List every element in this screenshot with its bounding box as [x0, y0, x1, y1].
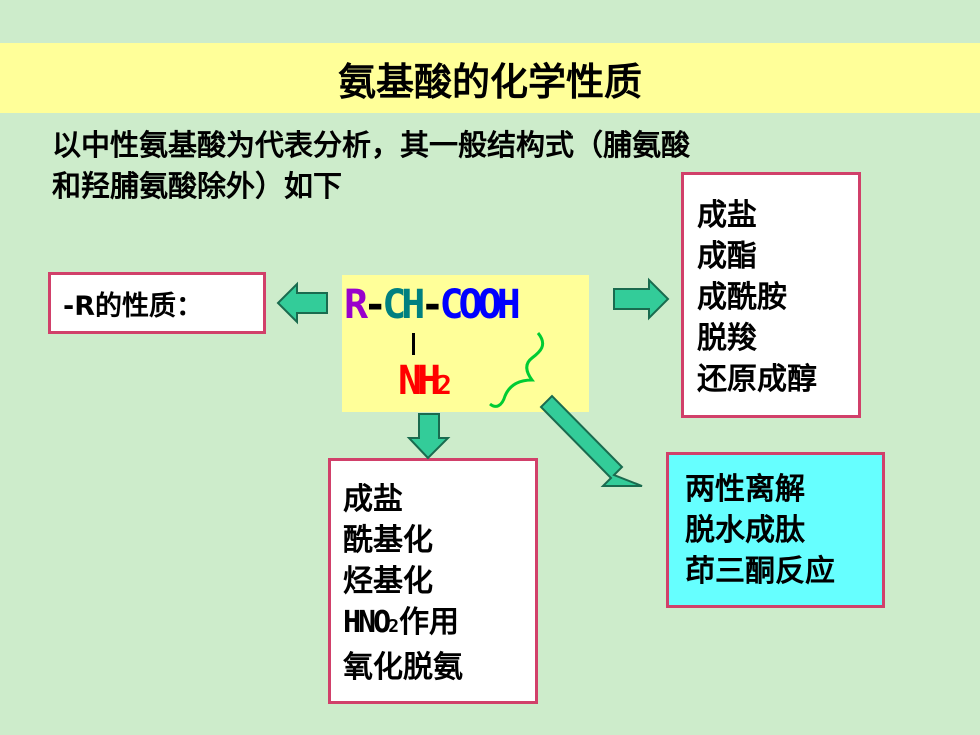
structural-formula: R-CH-COOH NH2	[342, 275, 589, 412]
intro-line-2: 和羟脯氨酸除外）如下	[52, 169, 343, 203]
formula-vertical-bond	[412, 333, 415, 355]
carboxyl-prop-1: 成盐	[697, 198, 757, 233]
arrow-left-icon	[276, 281, 328, 325]
amino-prop-5: 氧化脱氨	[343, 650, 463, 685]
carboxyl-prop-2: 成酯	[697, 239, 757, 274]
both-prop-1: 两性离解	[685, 472, 805, 507]
amino-hno-tail: 作用	[399, 605, 460, 640]
page-title: 氨基酸的化学性质	[337, 59, 642, 104]
carboxyl-prop-3: 成酰胺	[697, 280, 787, 315]
amino-prop-3: 烃基化	[343, 564, 433, 599]
amino-hno: HNO	[343, 605, 391, 640]
arrow-right-icon	[613, 277, 670, 321]
carboxyl-prop-4: 脱羧	[697, 321, 757, 356]
formula-main-line: R-CH-COOH	[344, 282, 521, 328]
formula-nh2: NH2	[398, 358, 452, 404]
formula-nh: NH	[398, 358, 441, 404]
formula-cooh: COOH	[439, 282, 520, 328]
r-group-label: -R的性质：	[63, 290, 203, 322]
amino-properties-box: 成盐 酰基化 烃基化 HNO2作用 氧化脱氨	[328, 458, 538, 704]
curly-brace-icon	[489, 332, 545, 408]
both-prop-3: 茚三酮反应	[685, 554, 835, 589]
title-bar: 氨基酸的化学性质	[0, 43, 980, 113]
intro-line-1: 以中性氨基酸为代表分析，其一般结构式（脯氨酸	[52, 128, 691, 162]
carboxyl-properties-box: 成盐 成酯 成酰胺 脱羧 还原成醇	[681, 172, 861, 418]
carboxyl-prop-5: 还原成醇	[697, 362, 817, 397]
amino-prop-4: HNO2作用	[343, 602, 535, 647]
formula-ch: CH	[382, 282, 425, 328]
amino-prop-2: 酰基化	[343, 523, 433, 558]
amino-hno-subscript: 2	[388, 616, 400, 637]
both-groups-properties-box: 两性离解 脱水成肽 茚三酮反应	[666, 452, 885, 608]
r-group-box: -R的性质：	[48, 272, 266, 334]
arrow-down-icon	[406, 413, 451, 460]
both-prop-2: 脱水成肽	[685, 513, 805, 548]
arrow-diagonal-icon	[539, 394, 643, 487]
intro-text: 以中性氨基酸为代表分析，其一般结构式（脯氨酸 和羟脯氨酸除外）如下	[52, 125, 912, 207]
amino-prop-1: 成盐	[343, 482, 403, 517]
